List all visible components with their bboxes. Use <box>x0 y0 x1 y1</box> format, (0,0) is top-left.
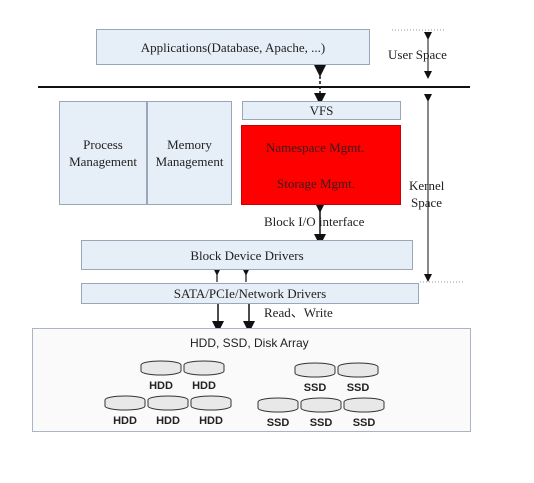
sata-pcie-network-drivers-label: SATA/PCIe/Network Drivers <box>173 286 327 301</box>
storage-title: HDD, SSD, Disk Array <box>190 336 309 350</box>
sata-pcie-network-drivers-box: SATA/PCIe/Network Drivers <box>81 283 419 304</box>
vfs-box: VFS <box>242 101 401 120</box>
ssd-label: SSD <box>309 417 333 429</box>
applications-label: Applications(Database, Apache, ...) <box>140 39 326 55</box>
hdd-disk-icon <box>147 395 189 411</box>
hdd-label: HDD <box>156 415 180 427</box>
hdd-disk-icon <box>183 360 225 376</box>
namespace-storage-mgmt-box: Namespace Mgmt. Storage Mgmt. <box>241 125 401 205</box>
hdd-disk-icon <box>104 395 146 411</box>
memory-management-line2: Management <box>155 154 224 169</box>
process-management-box: Process Management <box>59 101 147 205</box>
read-write-label: Read、Write <box>264 305 333 320</box>
ssd-label: SSD <box>303 382 327 394</box>
ssd-label: SSD <box>266 417 290 429</box>
hdd-label: HDD <box>192 380 216 392</box>
storage-mgmt-label: Storage Mgmt. <box>277 176 355 191</box>
block-device-drivers-label: Block Device Drivers <box>190 247 304 263</box>
ssd-disk-icon <box>337 362 379 378</box>
hdd-label: HDD <box>199 415 223 427</box>
ssd-disk-icon <box>294 362 336 378</box>
hdd-label: HDD <box>113 415 137 427</box>
applications-box: Applications(Database, Apache, ...) <box>96 29 370 65</box>
memory-management-box: Memory Management <box>147 101 232 205</box>
hdd-label: HDD <box>149 380 173 392</box>
vfs-label: VFS <box>309 103 334 118</box>
ssd-label: SSD <box>352 417 376 429</box>
user-space-label: User Space <box>388 47 447 62</box>
kernel-space-label-2: Space <box>411 195 443 210</box>
kernel-space-label-1: Kernel <box>409 178 445 193</box>
block-io-interface-label: Block I/O interface <box>264 214 365 229</box>
hdd-disk-icon <box>140 360 182 376</box>
storage-devices-frame: HDD, SSD, Disk Array <box>32 328 471 432</box>
block-device-drivers-box: Block Device Drivers <box>81 240 413 270</box>
process-management-line2: Management <box>69 154 137 169</box>
ssd-disk-icon <box>300 397 342 413</box>
namespace-mgmt-label: Namespace Mgmt. <box>266 140 365 155</box>
disk-icons <box>104 360 385 413</box>
ssd-label: SSD <box>346 382 370 394</box>
ssd-disk-icon <box>257 397 299 413</box>
process-management-line1: Process <box>83 137 123 152</box>
memory-management-line1: Memory <box>167 137 212 152</box>
hdd-disk-icon <box>190 395 232 411</box>
ssd-disk-icon <box>343 397 385 413</box>
